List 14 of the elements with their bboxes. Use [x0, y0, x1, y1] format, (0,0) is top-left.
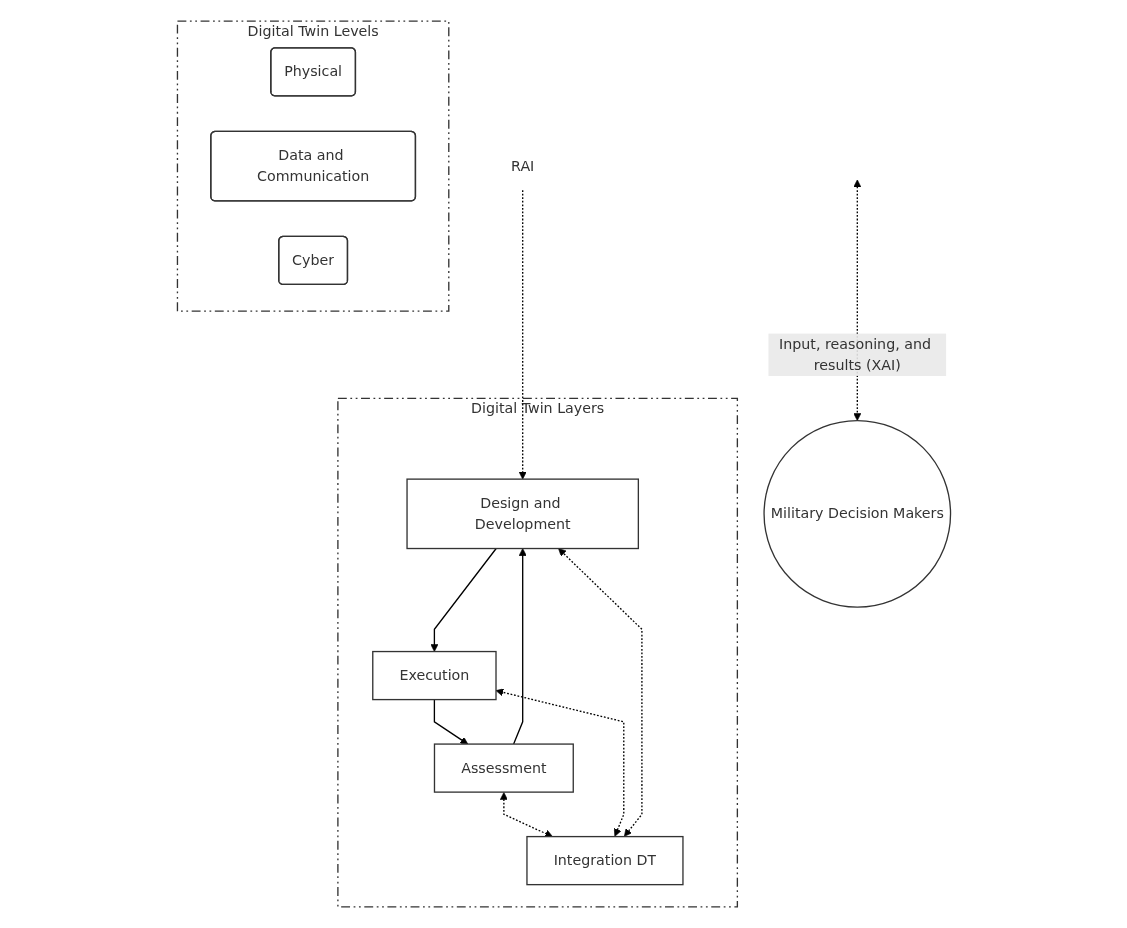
node-box: Execution — [371, 650, 497, 701]
arrow — [518, 189, 527, 480]
arrow — [557, 548, 643, 837]
node-box: Design and Development — [405, 478, 639, 550]
arrow — [499, 792, 553, 838]
arrow — [433, 698, 468, 745]
node-box: Integration DT — [525, 835, 684, 886]
arrow — [512, 548, 527, 745]
node-circle: Military Decision Makers — [762, 419, 951, 608]
edge-label: Input, reasoning, and results (XAI) — [778, 335, 931, 374]
arrow — [430, 547, 497, 652]
node-box: Assessment — [433, 743, 574, 793]
node-text: RAI — [510, 157, 534, 175]
arrow — [495, 688, 624, 837]
